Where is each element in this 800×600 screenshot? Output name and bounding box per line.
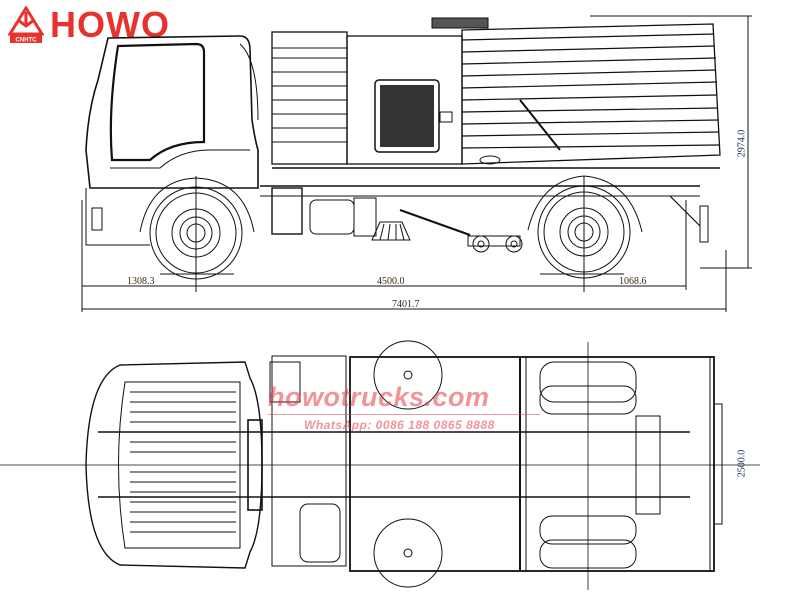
watermark-site: howotrucks.com (268, 382, 490, 412)
body-top (269, 340, 723, 588)
watermark-underline (268, 414, 540, 415)
chassis-rails-top (98, 419, 690, 511)
dim-overall-height: 2974.0 (736, 129, 748, 158)
rear-bumper (699, 205, 709, 243)
chassis-equipment-side (271, 187, 523, 253)
front-wheel-side (139, 177, 255, 280)
top-view (0, 340, 760, 590)
side-view (81, 15, 752, 312)
svg-text:CNHTC: CNHTC (16, 38, 38, 44)
dim-overall-length: 7401.7 (392, 299, 420, 310)
cnhtc-emblem-icon: CNHTC (8, 6, 44, 44)
sweeper-body-side (260, 17, 721, 197)
dim-rear-overhang: 1068.6 (619, 276, 647, 287)
cab-side (85, 35, 259, 246)
dim-wheelbase: 4500.0 (377, 276, 405, 287)
dim-front-overhang: 1308.3 (127, 276, 155, 287)
side-dimension-lines (81, 15, 752, 312)
rear-wheel-side (527, 175, 643, 279)
watermark-contact: WhatsApp: 0086 188 0865 8888 (304, 418, 495, 432)
dim-overall-width: 2500.0 (736, 449, 748, 478)
